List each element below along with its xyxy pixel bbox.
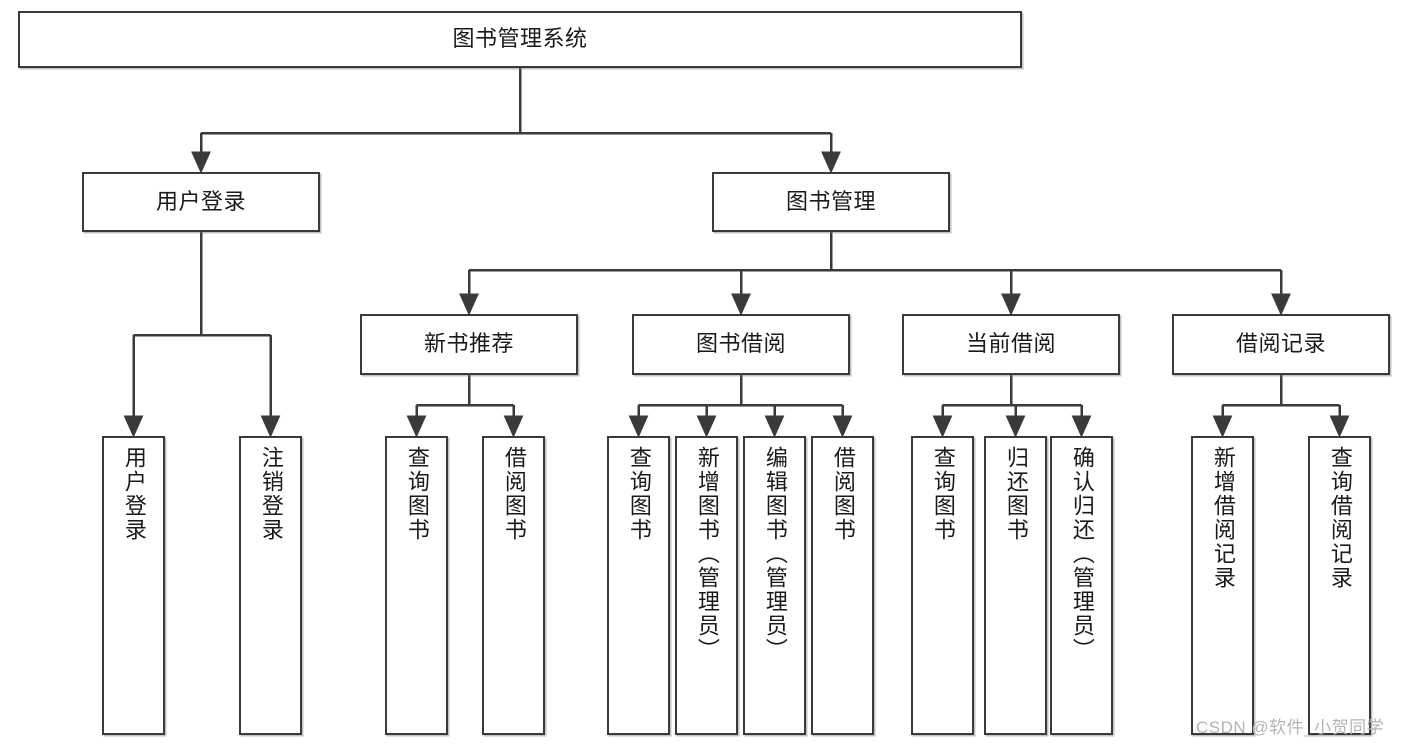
- node-leaf-bor-borrow[interactable]: 借阅图书: [811, 436, 874, 735]
- node-leaf-rcd-add[interactable]: 新增借阅记录: [1191, 436, 1254, 735]
- node-leaf-rcd-query[interactable]: 查询借阅记录: [1308, 436, 1371, 735]
- node-label-leaf-rec-query: 查询图书: [404, 446, 430, 542]
- node-label-current-borrow: 当前借阅: [965, 331, 1056, 357]
- node-leaf-bor-edit[interactable]: 编辑图书（管理员）: [743, 436, 806, 735]
- node-leaf-rec-query[interactable]: 查询图书: [385, 436, 448, 735]
- node-leaf-bor-add[interactable]: 新增图书（管理员）: [675, 436, 738, 735]
- node-label-leaf-bor-edit: 编辑图书（管理员）: [762, 446, 788, 662]
- node-label-leaf-cur-query: 查询图书: [930, 446, 956, 542]
- node-leaf-cur-return[interactable]: 归还图书: [984, 436, 1047, 735]
- node-leaf-bor-query[interactable]: 查询图书: [607, 436, 670, 735]
- node-label-leaf-bor-query: 查询图书: [626, 446, 652, 542]
- node-new-book-rec[interactable]: 新书推荐: [360, 314, 578, 375]
- node-current-borrow[interactable]: 当前借阅: [902, 314, 1120, 375]
- node-book-mgmt[interactable]: 图书管理: [712, 172, 950, 232]
- node-user-login[interactable]: 用户登录: [82, 172, 320, 232]
- node-label-leaf-user-login: 用户登录: [121, 446, 147, 542]
- watermark-text: CSDN @软件_小贺同学: [1196, 718, 1385, 737]
- node-label-leaf-cur-confirm: 确认归还（管理员）: [1069, 446, 1095, 662]
- node-root[interactable]: 图书管理系统: [18, 11, 1022, 68]
- node-label-book-mgmt: 图书管理: [785, 188, 876, 214]
- node-label-leaf-rcd-query: 查询借阅记录: [1327, 446, 1353, 590]
- node-leaf-user-logout[interactable]: 注销登录: [239, 436, 302, 735]
- node-label-leaf-user-logout: 注销登录: [258, 446, 284, 542]
- node-label-leaf-rcd-add: 新增借阅记录: [1210, 446, 1236, 590]
- node-label-leaf-bor-add: 新增图书（管理员）: [694, 446, 720, 662]
- connector-lines: [123, 68, 1350, 438]
- node-leaf-cur-query[interactable]: 查询图书: [911, 436, 974, 735]
- node-label-leaf-rec-borrow: 借阅图书: [501, 446, 527, 542]
- node-label-leaf-cur-return: 归还图书: [1003, 446, 1029, 542]
- node-label-leaf-bor-borrow: 借阅图书: [830, 446, 856, 542]
- node-book-borrow[interactable]: 图书借阅: [632, 314, 850, 375]
- node-leaf-cur-confirm[interactable]: 确认归还（管理员）: [1050, 436, 1113, 735]
- node-label-book-borrow: 图书借阅: [695, 331, 786, 357]
- node-borrow-record[interactable]: 借阅记录: [1172, 314, 1390, 375]
- node-label-root: 图书管理系统: [452, 26, 588, 52]
- node-leaf-rec-borrow[interactable]: 借阅图书: [482, 436, 545, 735]
- node-leaf-user-login[interactable]: 用户登录: [102, 436, 165, 735]
- node-label-user-login: 用户登录: [155, 188, 246, 214]
- node-label-new-book-rec: 新书推荐: [423, 331, 514, 357]
- node-label-borrow-record: 借阅记录: [1235, 331, 1326, 357]
